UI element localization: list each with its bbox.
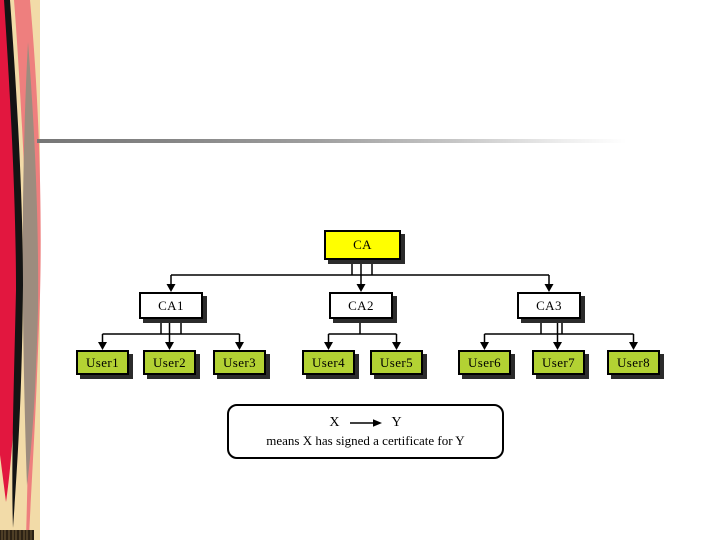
legend-relation: X Y <box>329 415 401 431</box>
legend-description: means X has signed a certificate for Y <box>266 432 465 448</box>
title-divider-rule <box>37 139 651 143</box>
legend-box: X Y means X has signed a certificate for… <box>227 404 504 459</box>
node-user2: User2 <box>143 350 196 375</box>
node-user5: User5 <box>370 350 423 375</box>
decorative-left-border <box>0 0 41 540</box>
node-user3: User3 <box>213 350 266 375</box>
node-user6: User6 <box>458 350 511 375</box>
node-user8: User8 <box>607 350 660 375</box>
node-user4: User4 <box>302 350 355 375</box>
node-ca3: CA3 <box>517 292 581 319</box>
node-user7: User7 <box>532 350 585 375</box>
right-arrow-icon <box>349 418 382 427</box>
node-user1: User1 <box>76 350 129 375</box>
legend-to-label: Y <box>391 414 402 430</box>
node-ca1: CA1 <box>139 292 203 319</box>
node-ca2: CA2 <box>329 292 393 319</box>
node-ca-root: CA <box>324 230 401 260</box>
legend-from-label: X <box>329 414 340 430</box>
